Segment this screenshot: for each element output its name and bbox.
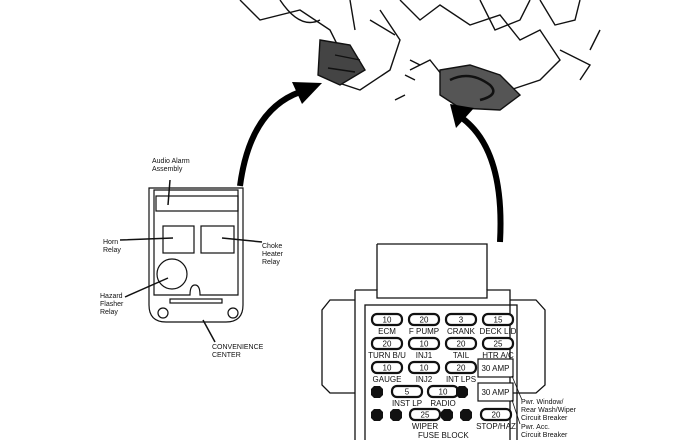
fuse-body: [370, 336, 404, 351]
fuse-label: F PUMP: [409, 327, 439, 336]
convenience-center-title: CONVENIENCE: [212, 344, 264, 351]
fuse-block-title: FUSE BLOCK: [418, 431, 469, 440]
fuse-rating: 10: [420, 364, 429, 373]
choke-relay-label-3: Relay: [262, 259, 280, 266]
empty-slot-icon: [371, 409, 383, 421]
fuse-rating: 20: [383, 340, 392, 349]
fuse-rating: 5: [405, 388, 410, 397]
choke-relay-label-2: Heater: [262, 251, 284, 258]
fuse-label: INST LP: [392, 399, 422, 408]
fuse-rating: 10: [420, 340, 429, 349]
fuse-rating: 3: [459, 316, 464, 325]
empty-slot-icon: [456, 386, 468, 398]
fuse-body: [407, 360, 441, 375]
arrowhead-icon: [450, 104, 474, 128]
fuse-rating: 10: [439, 388, 448, 397]
fuse-body: [370, 360, 404, 375]
hazard-relay-label-3: Relay: [100, 309, 118, 316]
fuse-label: DECK LID: [480, 327, 517, 336]
fuse-body: [444, 312, 478, 327]
empty-slot-icon: [460, 409, 472, 421]
fuse-rating: 25: [494, 340, 503, 349]
fuse-rating: 25: [421, 411, 430, 420]
convenience-center: [119, 179, 263, 343]
convenience-center-title-2: CENTER: [212, 352, 241, 359]
engine-compartment-illustration: [239, 0, 601, 111]
fuse-body: [370, 312, 404, 327]
fuse-label: WIPER: [412, 422, 438, 431]
pwr-acc-breaker-label-2: Circuit Breaker: [521, 432, 568, 439]
arrowhead-icon: [292, 82, 322, 104]
fuse-rating: 20: [420, 316, 429, 325]
horn-relay-label-2: Relay: [103, 247, 121, 254]
pwr-window-breaker-label: Pwr. Window/: [521, 399, 563, 406]
fuse-label: STOP/HAZ: [476, 422, 516, 431]
pwr-window-breaker-label-2: Rear Wash/Wiper: [521, 407, 577, 414]
circuit-breaker: 30 AMP: [477, 382, 514, 402]
audio-alarm-label: Audio Alarm: [152, 158, 190, 165]
breaker-rating: 30 AMP: [481, 388, 509, 397]
arrow-to-fuse-location: [460, 115, 504, 243]
arrows: [237, 82, 504, 243]
circuit-breaker: 30 AMP: [477, 358, 514, 378]
pwr-window-breaker-label-3: Circuit Breaker: [521, 415, 568, 422]
fuse-body: [407, 336, 441, 351]
empty-slot-icon: [441, 409, 453, 421]
fuse-rating: 20: [492, 411, 501, 420]
fuse-body: [408, 407, 442, 422]
hazard-relay-label: Hazard: [100, 293, 123, 300]
fuse-rating: 15: [494, 316, 503, 325]
fuse-body: [481, 336, 515, 351]
pwr-acc-breaker-label: Pwr. Acc.: [521, 424, 550, 431]
fuse-rating: 10: [383, 316, 392, 325]
audio-alarm-label-2: Assembly: [152, 166, 183, 173]
horn-relay-label: Horn: [103, 239, 118, 246]
fuse-label: GAUGE: [373, 375, 402, 384]
arrow-to-convenience-location: [237, 89, 302, 187]
empty-slot-icon: [371, 386, 383, 398]
fuse-body: [390, 384, 424, 399]
fuse-label: CRANK: [447, 327, 476, 336]
fuse-label: INJ2: [416, 375, 433, 384]
fuse-body: [444, 360, 478, 375]
choke-relay-label: Choke: [262, 243, 282, 250]
fuse-label: ECM: [378, 327, 396, 336]
fuse-label: TAIL: [453, 351, 470, 360]
hazard-relay-label-2: Flasher: [100, 301, 124, 308]
fuse-label: INT LPS: [446, 375, 476, 384]
fuse-label: TURN B/U: [368, 351, 406, 360]
breaker-callouts: [511, 375, 523, 425]
fuse-body: [481, 312, 515, 327]
fuse: 20 F PUMP: [407, 312, 441, 336]
fuse-body: [407, 312, 441, 327]
breaker-rating: 30 AMP: [481, 364, 509, 373]
empty-slot-icon: [390, 409, 402, 421]
fuse-label: HTR A/C: [482, 351, 514, 360]
fuse-label: RADIO: [430, 399, 455, 408]
fuse-rating: 10: [383, 364, 392, 373]
fuse-rating: 20: [457, 364, 466, 373]
fuse-label: INJ1: [416, 351, 433, 360]
fuse-block-housing: [321, 243, 546, 440]
fuse-body: [444, 336, 478, 351]
fuse-rating: 20: [457, 340, 466, 349]
fuse-body: [479, 407, 513, 422]
